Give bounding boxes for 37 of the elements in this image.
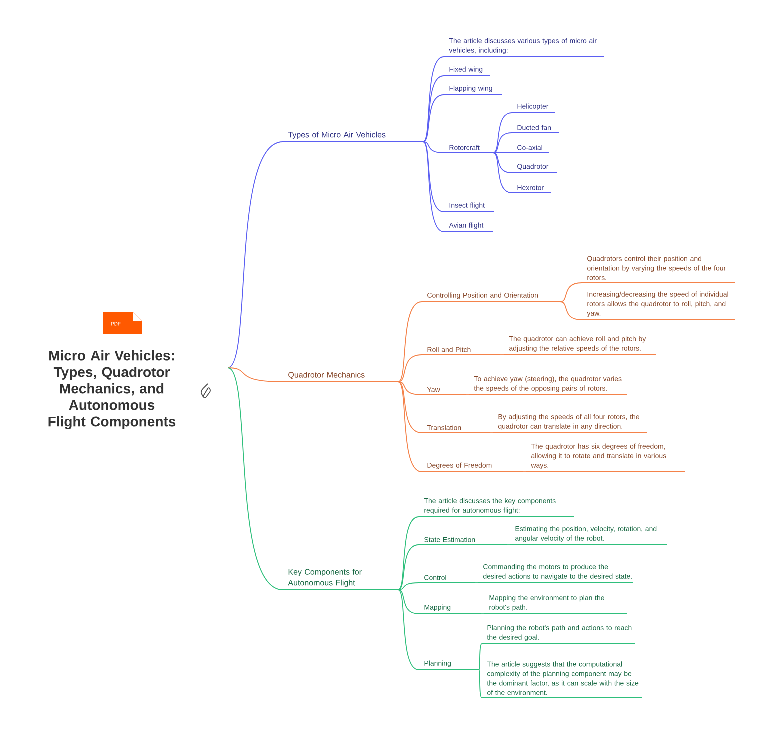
connector [478,644,482,670]
connector [228,142,284,368]
connector [398,382,422,434]
connector [422,94,444,142]
connector [398,354,422,382]
connector [560,302,582,320]
connector [474,582,478,584]
connector [422,142,444,154]
connector [398,544,420,590]
connector [422,56,444,142]
connector [492,132,512,154]
connector [398,516,420,590]
connector [228,368,284,382]
connector [560,282,582,302]
connector [466,394,470,396]
connector [398,382,422,472]
connector [398,382,422,396]
connector [506,544,510,546]
connector [398,302,422,382]
connector [398,590,420,614]
connector [492,112,512,154]
branch-topic: Key Components for Autonomous Flight [282,569,399,590]
branch-topic: Quadrotor Mechanics [282,372,399,382]
connector [398,582,420,590]
connector [490,432,494,434]
connector [478,670,482,698]
central-topic: Micro Air Vehicles: Types, Quadrotor Mechanics, and Autonomous Flight Components [48,350,176,430]
connector [492,152,512,174]
connector [500,354,504,356]
connector [228,368,284,590]
connector [422,76,444,142]
connector [492,152,512,154]
connector [422,142,444,212]
branch-topic: Types of Micro Air Vehicles [282,132,424,142]
connector [398,590,420,670]
connector [492,152,512,194]
connector [422,142,444,232]
